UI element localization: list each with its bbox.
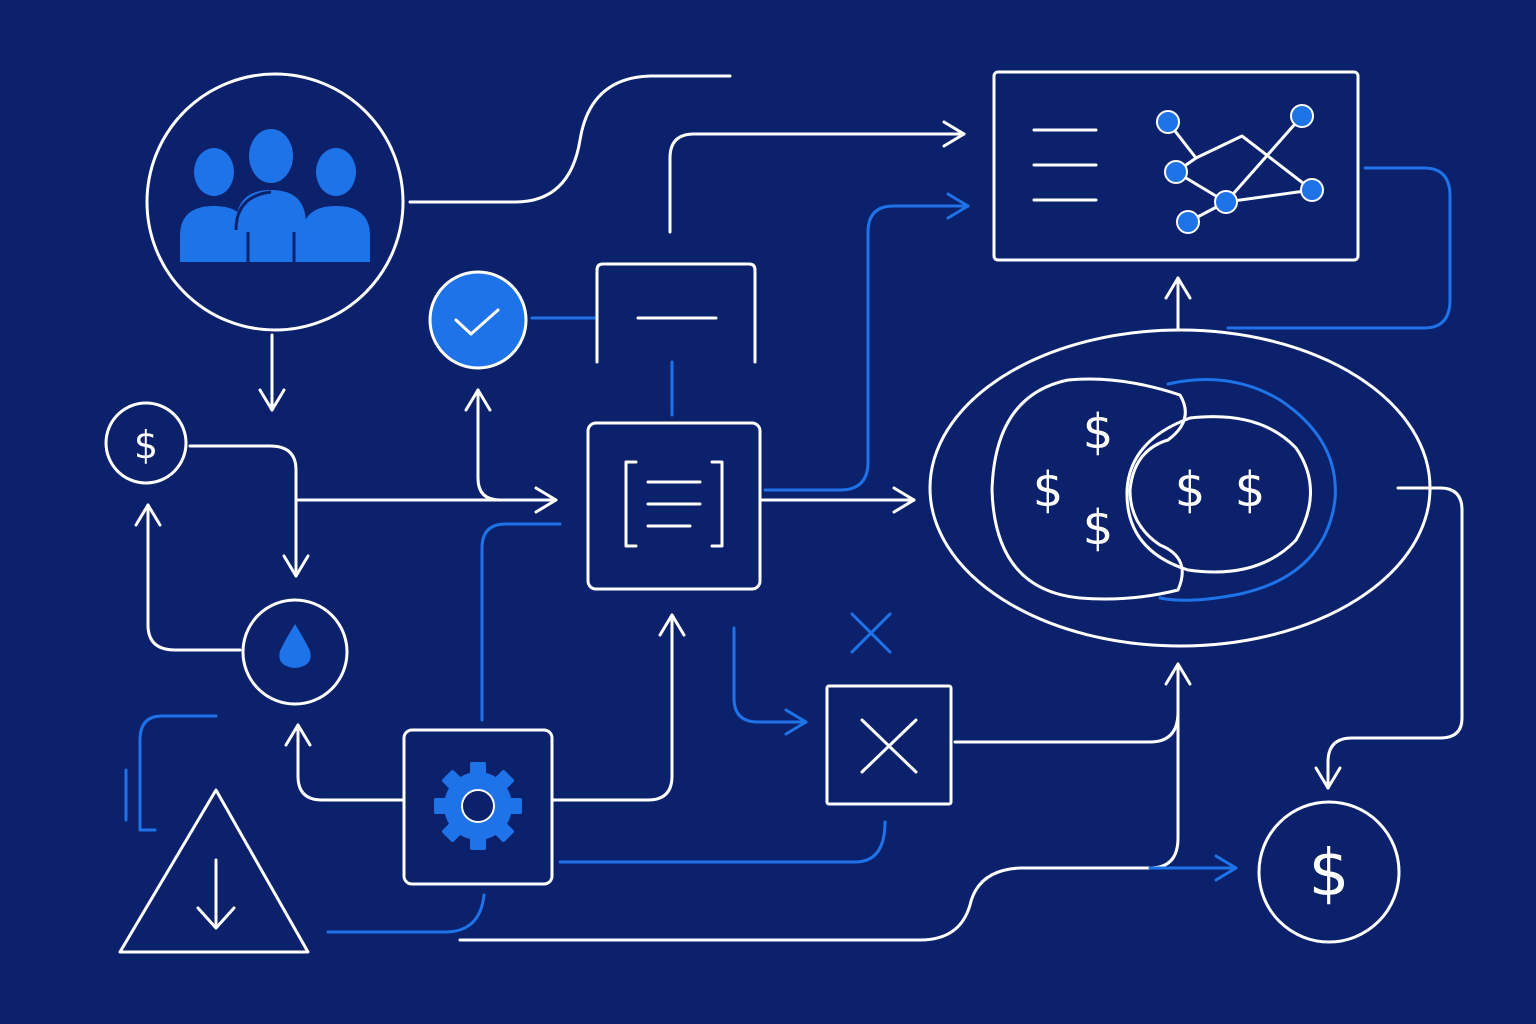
- pool-blob-left: [990, 377, 1187, 601]
- pool-symbol-4: $: [1175, 462, 1206, 518]
- document-lines-icon: [624, 460, 724, 548]
- connector-people-to-top: [408, 74, 732, 204]
- connector-warning-to-gear: [326, 893, 486, 934]
- pool-symbol-3: $: [1083, 500, 1114, 556]
- x-mark-blue: [850, 612, 892, 654]
- arrow-top-loop: [668, 120, 966, 234]
- checkmark-icon: [454, 308, 500, 336]
- droplet-icon: [279, 624, 311, 668]
- network-graph-icon: [1156, 104, 1324, 234]
- coin-small-node[interactable]: $: [104, 401, 188, 485]
- coin-large-node[interactable]: $: [1257, 800, 1401, 944]
- check-node[interactable]: [428, 270, 528, 370]
- connector-bottom-long: [458, 698, 1180, 942]
- download-arrow-icon: [196, 858, 236, 930]
- arrow-droplet-to-coin: [134, 503, 242, 652]
- pool-symbol-2: $: [1033, 462, 1064, 518]
- arrow-cancel-to-pool: [953, 662, 1192, 744]
- pool-blob-right: [1125, 415, 1312, 574]
- connectors-white: [134, 74, 1464, 942]
- connector-gear-to-document: [480, 522, 562, 722]
- gear-node[interactable]: [402, 728, 554, 886]
- connector-gear-to-cancel: [558, 820, 887, 864]
- list-lines-icon: [1032, 128, 1098, 202]
- pool-symbol-5: $: [1235, 462, 1266, 518]
- pool-inner-blue-ring: [1158, 378, 1337, 602]
- connectors-blue: [124, 166, 1452, 934]
- header-box-node[interactable]: [595, 262, 757, 364]
- arrow-pool-to-coin: [1314, 486, 1464, 790]
- document-node[interactable]: [586, 421, 762, 591]
- gear-icon: [434, 762, 522, 850]
- money-pool-node[interactable]: $ $ $ $ $: [928, 328, 1432, 648]
- arrow-gear-to-droplet: [284, 723, 404, 802]
- people-node[interactable]: [145, 72, 405, 332]
- arrow-up-to-check: [464, 388, 532, 502]
- dashboard-node[interactable]: [992, 70, 1360, 262]
- warning-node[interactable]: [118, 788, 310, 954]
- arrow-document-to-dashboard: [763, 192, 970, 492]
- connector-warning-left: [138, 714, 218, 832]
- arrow-gear-to-document: [551, 613, 686, 802]
- droplet-node[interactable]: [241, 598, 349, 706]
- pool-symbol-1: $: [1083, 404, 1114, 460]
- connector-dashboard-right: [1226, 166, 1452, 330]
- arrow-document-to-cancel: [732, 626, 808, 736]
- cancel-node[interactable]: [825, 684, 953, 806]
- close-icon: [860, 718, 918, 774]
- coin-small-symbol: $: [134, 423, 158, 467]
- arrow-coin-to-droplet: [188, 444, 310, 578]
- coin-large-symbol: $: [1309, 837, 1350, 911]
- people-group-icon: [180, 129, 370, 262]
